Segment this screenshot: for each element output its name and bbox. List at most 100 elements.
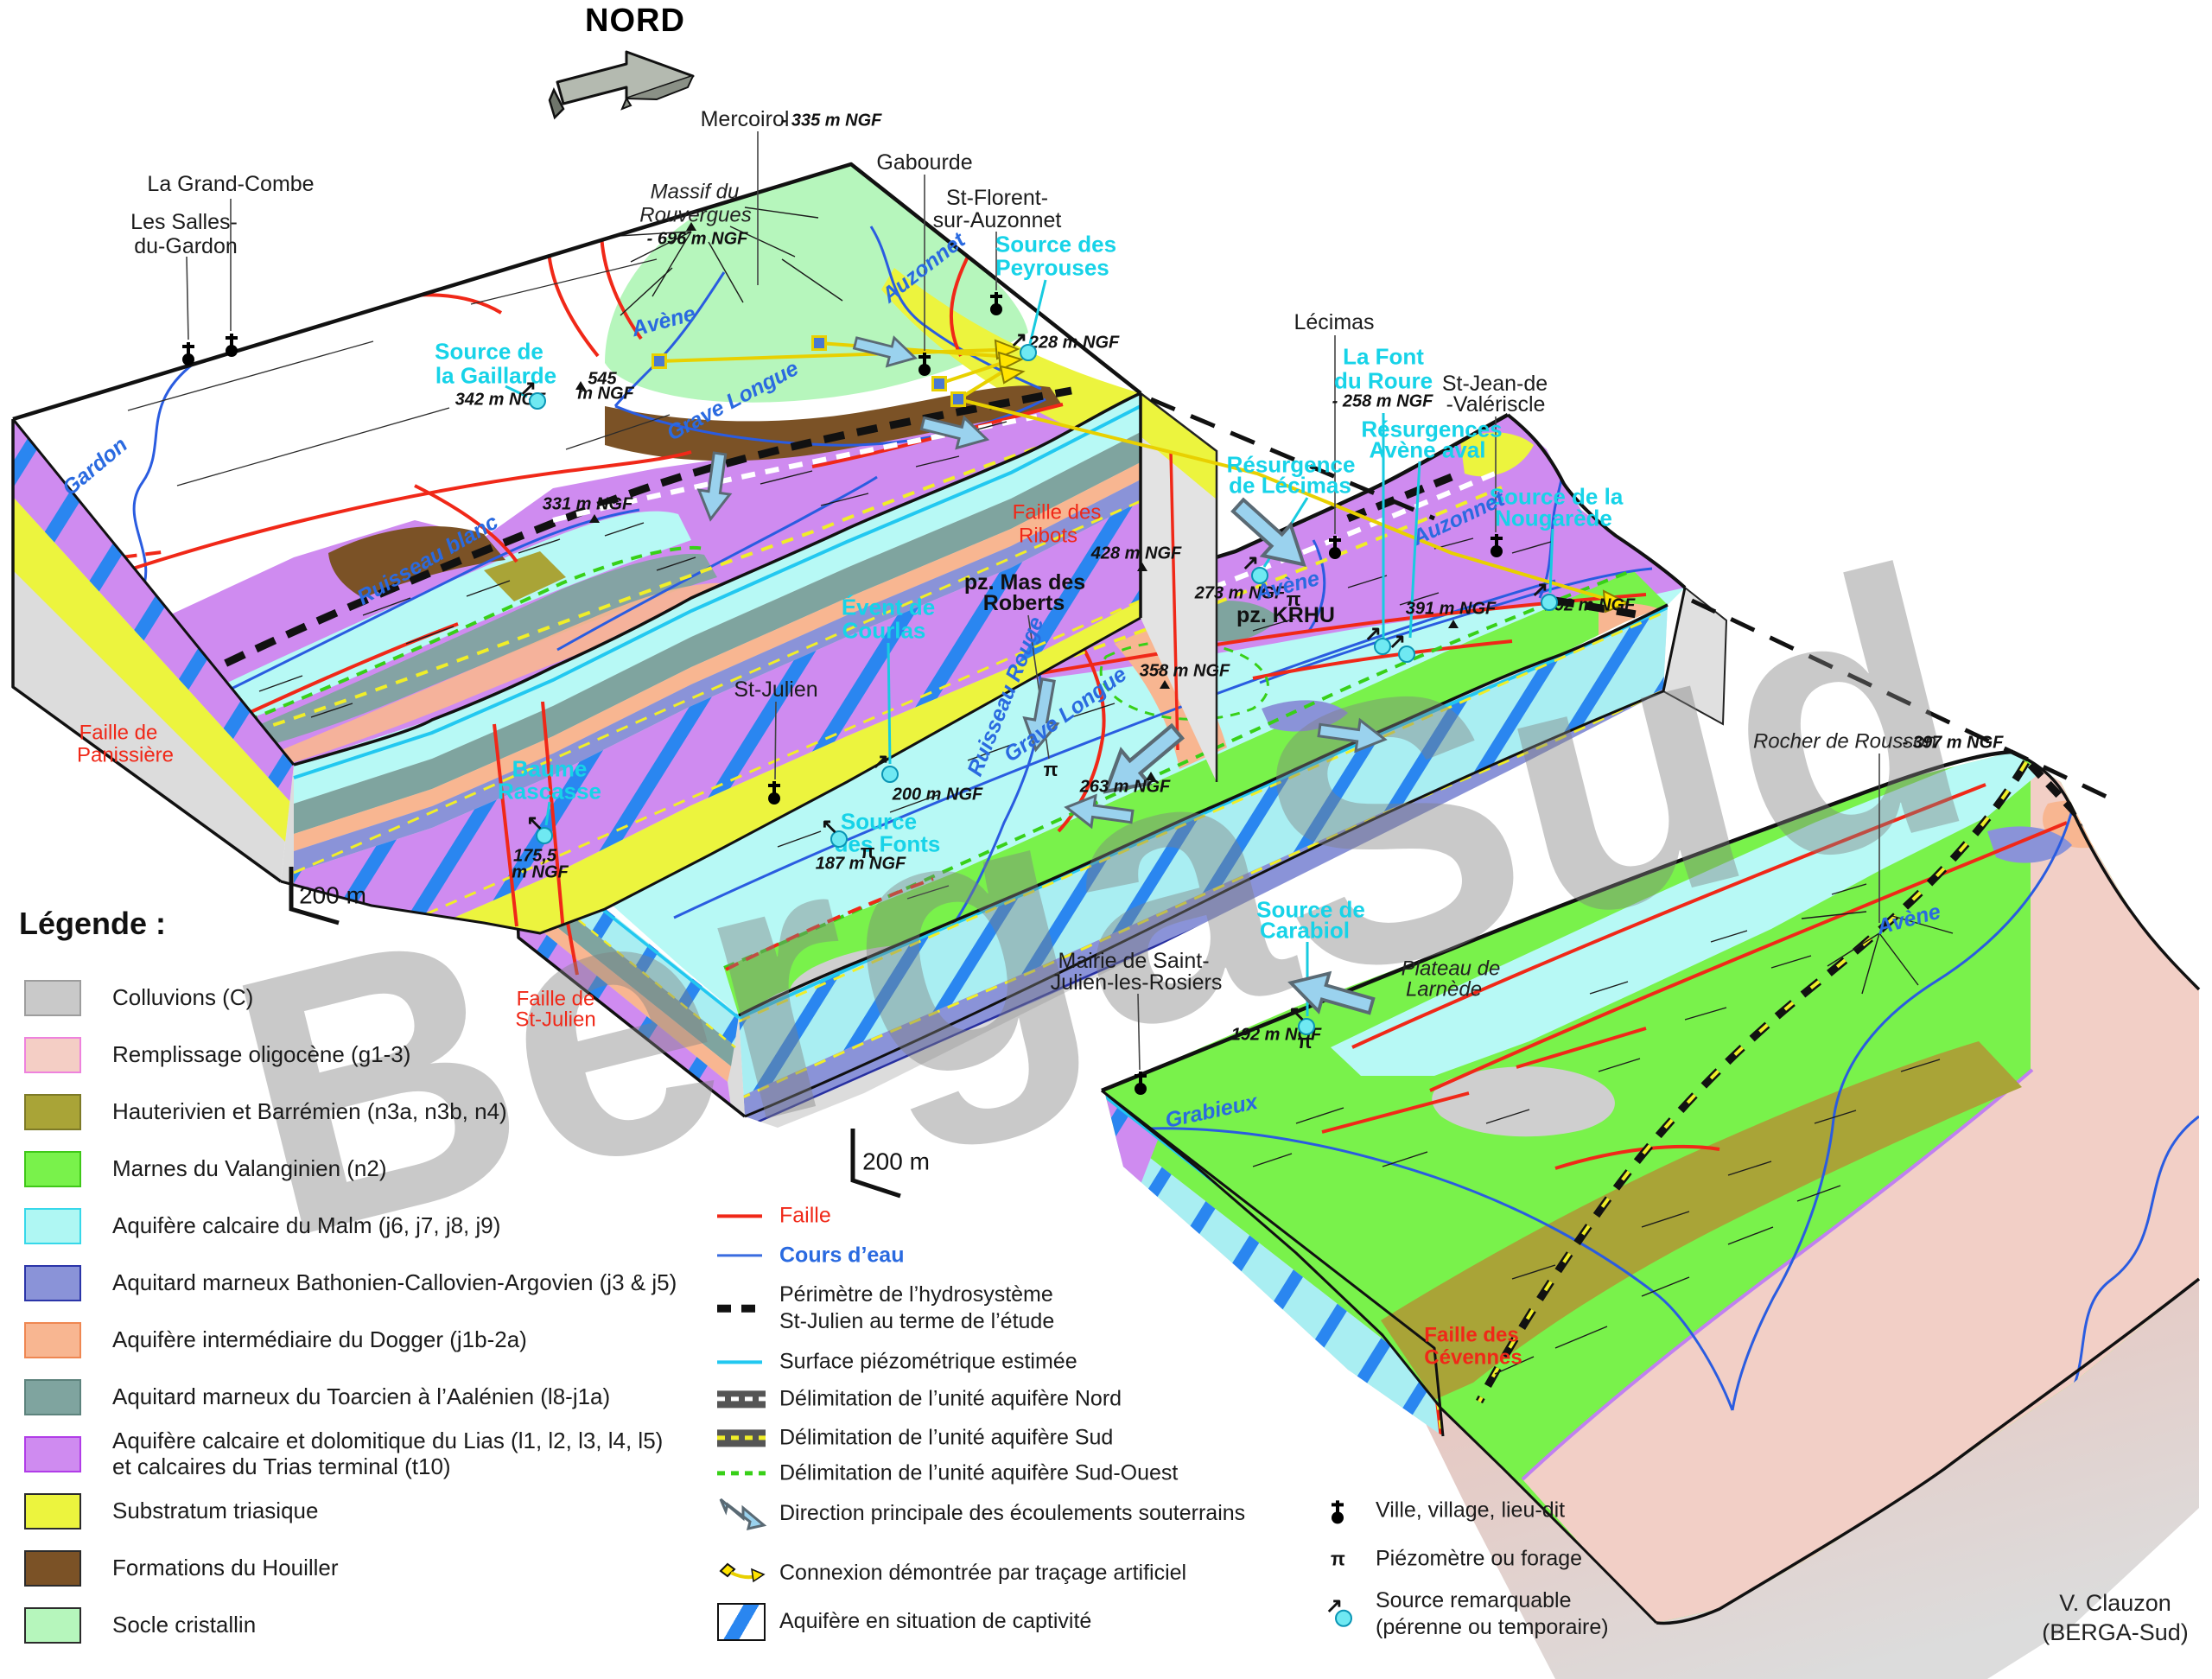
label-elev-263: 263 m NGF [1079,777,1171,797]
source-icon [526,811,553,844]
label-elev-187: 187 m NGF [815,854,906,874]
label-resurgence-lecimas-2: de Lécimas [1229,472,1351,499]
groundwater-flow-arrow-icon [1287,970,1376,1015]
label-nougarede-1: Source de la [1489,483,1624,510]
label-elev-331: 331 m NGF [542,494,633,514]
legend-swatch-icon [24,1151,81,1187]
source-icon [1325,1593,1365,1627]
label-resurgences-aval-1: Résurgences [1361,416,1503,442]
label-rocher-elev: - 397 m NGF [1902,733,2004,753]
groundwater-flow-arrow-icon [919,415,990,450]
legend-item-6: Aquifère intermédiaire du Dogger (j1b-2a… [24,1312,677,1369]
legend-swatch-icon [24,1265,81,1301]
legend-swatch-icon [24,1208,81,1244]
scale-1: 200 m [299,881,366,909]
source-icon [1364,621,1391,655]
legend-item-3: Marnes du Valanginien (n2) [24,1141,677,1198]
source-icon [821,814,848,848]
label-faille-stjulien-2: St-Julien [515,1008,596,1032]
town-icon [918,353,931,376]
legend-item-2: Hauterivien et Barrémien (n3a, n3b, n4) [24,1084,677,1141]
groundwater-flow-arrow-icon [1230,497,1306,567]
label-lecimas: Lécimas [1294,309,1375,334]
leader-line [1548,528,1554,594]
label-st-florent-1: St-Florent- [945,185,1049,210]
source-icon [1531,577,1558,611]
label-massif-1: Massif du [650,180,740,204]
tracer-sinkhole-icon [811,335,827,351]
label-event-courlas-2: Courlas [842,617,926,644]
label-mercoirol: Mercoirol [700,106,790,131]
legend-item-7: Aquitard marneux du Toarcien à l’Aalénie… [24,1369,677,1426]
groundwater-flow-arrow-icon [1022,677,1060,753]
legend-item-label: Remplissage oligocène (g1-3) [112,1041,411,1068]
peak-icon [575,381,586,390]
label-font-roure-2: du Roure [1333,367,1433,394]
legend-item-label: Aquitard marneux du Toarcien à l’Aalénie… [112,1383,611,1410]
label-st-jean-2: -Valériscle [1446,391,1546,417]
legend-line-captif: Aquifère en situation de captivité [717,1603,1091,1641]
town-icon [226,334,238,357]
legend-symbol-forage: Piézomètre ou forage [1331,1545,1582,1572]
label-larnede-1: Plateau de [1401,957,1501,981]
label-source-peyrouses-1: Source des [995,231,1117,258]
label-les-salles-1: Les Salles- [130,209,238,234]
label-la-grand-combe: La Grand-Combe [147,171,315,196]
label-resurgence-lecimas-1: Résurgence [1226,451,1356,478]
groundwater-flow-arrow-icon [696,451,733,522]
label-faille-panissiere-1: Faille de [79,721,158,745]
source-icon [1389,629,1415,663]
piezoline-icon [717,1360,769,1364]
label-mercoirol-elev: - 335 m NGF [780,111,882,130]
peak-icon [1146,772,1156,780]
label-elev-358: 358 m NGF [1139,661,1230,681]
legend-line-delim-nord: Délimitation de l’unité aquifère Nord [717,1385,1122,1412]
legend-line-cours: Cours d’eau [717,1242,904,1269]
legend-item-4: Aquifère calcaire du Malm (j6, j7, j8, j… [24,1198,677,1255]
legend-item-label: Socle cristallin [112,1612,257,1638]
label-font-roure-elev: - 258 m NGF [1332,391,1433,411]
legend-line-label: Délimitation de l’unité aquifère Nord [779,1386,1122,1411]
label-larnede-2: Larnède [1405,977,1483,1002]
legend-swatch-icon [24,1550,81,1587]
groundwater-flow-arrow-icon [852,335,918,368]
leader-line [1137,993,1141,1071]
north-arrow-icon [548,50,695,120]
cours-icon [717,1254,769,1257]
piezometer-icon [861,841,875,863]
leader-line [774,701,777,780]
legend-swatch-icon [24,1037,81,1073]
label-source-gaillarde-2: la Gaillarde [435,362,557,389]
label-nougarede-2: Nougarède [1495,505,1612,531]
leader-line [1408,461,1421,639]
label-source-fonts-1: Source [840,808,918,835]
legend-title: Légende : [19,906,167,941]
flow-arrows [696,335,1388,1015]
legend-item-label: Formations du Houiller [112,1555,339,1581]
faille-icon [717,1214,769,1218]
legend-swatch-icon [24,1493,81,1530]
legend-item-10: Formations du Houiller [24,1540,677,1597]
legend-line-delim-so: Délimitation de l’unité aquifère Sud-Oue… [717,1460,1178,1486]
leader-line [1028,279,1047,345]
label-elev-273: 273 m NGF [1194,583,1286,603]
label-gabourde: Gabourde [876,149,973,175]
label-elev-192a: 192 m NGF [1544,595,1636,615]
piezometer-icon [1044,759,1058,781]
label-baume-rascasse-2: Rascasse [498,778,601,805]
peak-icon [686,222,696,231]
label-elev-545b: m NGF [577,384,634,404]
block1 [11,162,1218,935]
label-faille-ribots-2: Ribots [1018,524,1078,548]
legend-item-label: Hauterivien et Barrémien (n3a, n3b, n4) [112,1098,507,1125]
credit-1: V. Clauzon [2059,1589,2171,1616]
legend-item-11: Socle cristallin [24,1597,677,1654]
legend-swatch-icon [24,980,81,1016]
block3 [1101,749,2201,1679]
source-icon [519,376,546,410]
groundwater-flow-arrow-icon [1317,717,1388,754]
label-pz-mas-roberts-1: pz. Mas des [963,569,1086,595]
label-elev-391: 391 m NGF [1405,599,1497,619]
